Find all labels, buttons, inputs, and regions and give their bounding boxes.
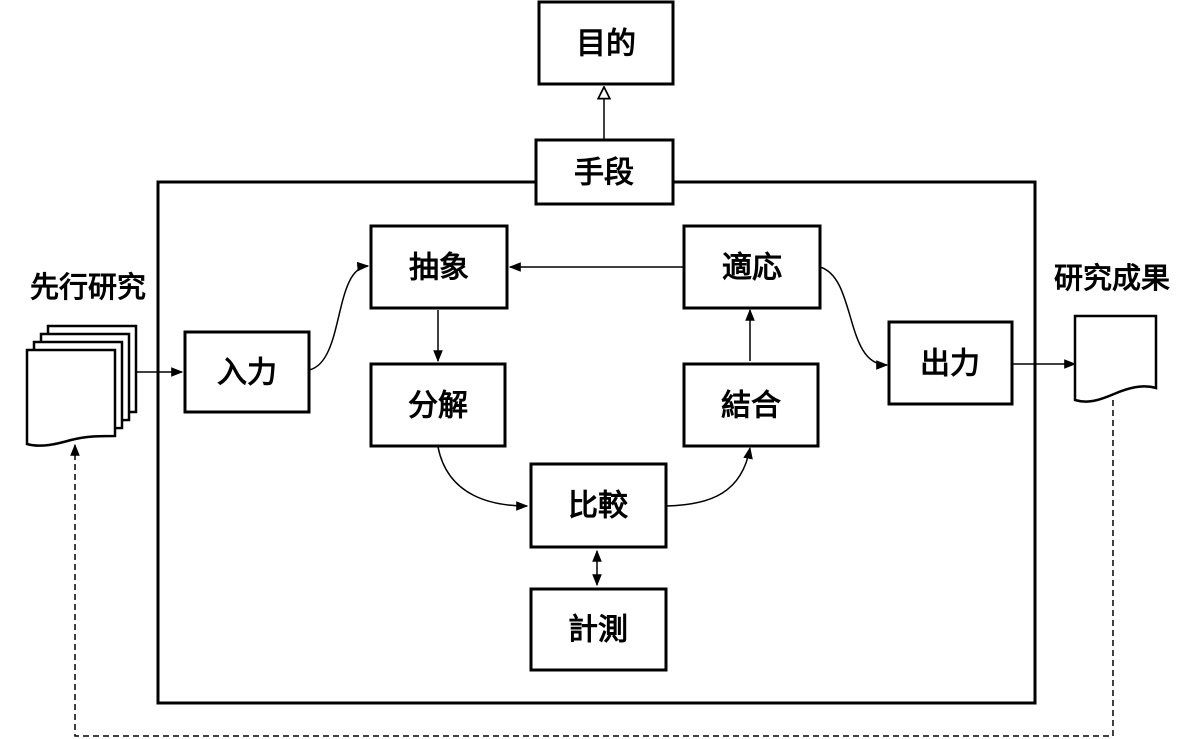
- adaptation-label: 適応: [722, 251, 782, 286]
- prior-research-document-icon: [25, 324, 138, 447]
- means-label: 手段: [574, 156, 634, 191]
- purpose-box: [537, 0, 675, 86]
- comparison-box: [529, 462, 668, 549]
- research-results-label: 研究成果: [1054, 261, 1170, 295]
- comparison-label: 比較: [568, 489, 629, 524]
- adaptation-to-output-arrow: [819, 266, 889, 370]
- abstraction-box: [369, 224, 509, 310]
- measurement-box: [529, 587, 668, 672]
- output-box: [887, 320, 1014, 406]
- abstraction-label: 抽象: [409, 251, 469, 286]
- input-to-abstraction-arrow: [308, 261, 370, 371]
- input-label: 入力: [217, 356, 277, 391]
- decomposition-box: [369, 362, 507, 448]
- combination-label: 結合: [721, 389, 781, 424]
- decomposition-to-comparison-arrow: [437, 446, 529, 511]
- combination-box: [682, 362, 820, 448]
- comparison-to-combination-arrow: [665, 446, 753, 507]
- prior-research-label: 先行研究: [30, 270, 146, 304]
- measurement-label: 計測: [568, 613, 628, 648]
- adaptation-box: [682, 224, 822, 310]
- input-box: [183, 330, 311, 414]
- output-label: 出力: [920, 347, 980, 382]
- research-results-document-icon: [1073, 314, 1158, 403]
- decomposition-label: 分解: [408, 389, 468, 424]
- feedback-dashed-arrow: [70, 400, 1114, 737]
- means-box: [534, 138, 675, 206]
- purpose-label: 目的: [576, 27, 636, 62]
